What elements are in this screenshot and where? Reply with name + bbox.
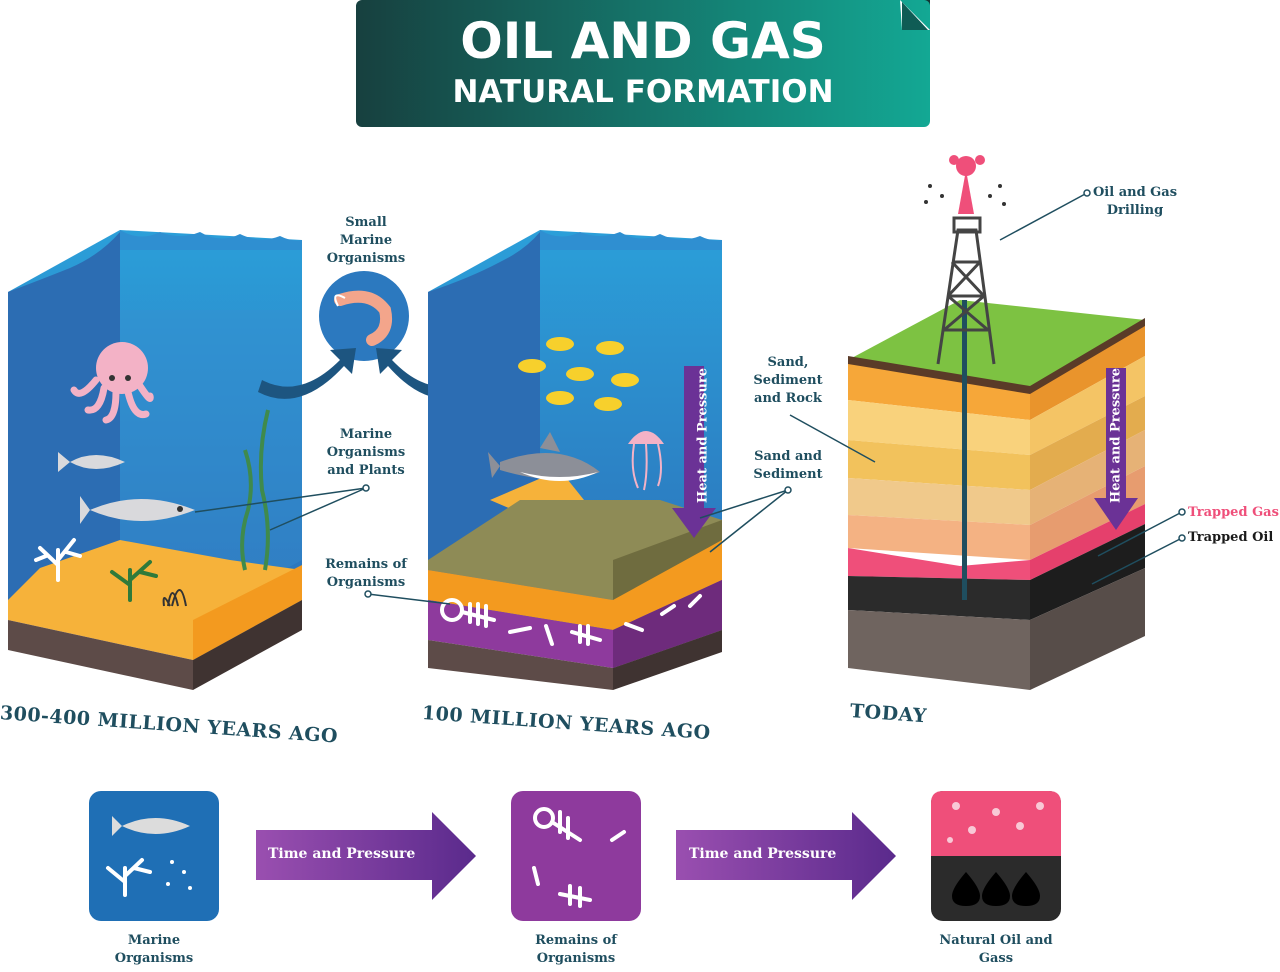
process-tile-oil-gas [931, 791, 1061, 921]
well-pipe [962, 300, 967, 600]
heat-pressure-arrow-2 [1094, 368, 1138, 530]
label-remains-of-organisms: Remains of Organisms [325, 557, 407, 590]
label-heat-pressure-2: Heat and Pressure [1108, 367, 1124, 504]
label-small-marine-organisms: Small Marine Organisms [326, 215, 406, 266]
label-step-remains: Remains of Organisms [535, 933, 617, 966]
seaweed-icon [240, 409, 270, 571]
process-arrow-2 [676, 812, 896, 900]
fish-icon [58, 452, 195, 524]
label-heat-pressure-1: Heat and Pressure [695, 367, 711, 504]
title-line-2: NATURAL FORMATION [452, 74, 834, 110]
leader-lines [194, 189, 1186, 605]
octopus-icon [70, 342, 154, 424]
block-ancient-sea [8, 230, 302, 690]
shark-icon [488, 432, 600, 481]
process-arrow-label-1: Time and Pressure [268, 846, 416, 862]
process-tile-marine [89, 791, 219, 921]
oil-rig-icon [936, 216, 996, 365]
title-banner [356, 0, 930, 127]
heat-pressure-arrow-1 [672, 366, 716, 538]
block-today [848, 300, 1145, 690]
yellow-fish-icon [518, 337, 639, 411]
block-buried-sea [428, 230, 722, 690]
jellyfish-icon [628, 431, 664, 491]
small-marine-organisms-icon [319, 271, 409, 361]
label-marine-organisms-plants: Marine Organisms and Plants [326, 427, 406, 478]
plant-icon [110, 560, 158, 602]
fish-skeleton-icon [440, 598, 602, 646]
coral-icon [34, 538, 82, 582]
process-arrow-label-2: Time and Pressure [689, 846, 837, 862]
oil-gusher-icon [924, 155, 1006, 214]
bone-icon [508, 594, 702, 646]
process-arrow-1 [256, 812, 476, 900]
label-oil-gas-drilling: Oil and Gas Drilling [1092, 185, 1178, 218]
label-sand-sediment-rock: Sand, Sediment and Rock [753, 355, 823, 406]
label-step-oil-gas: Natural Oil and Gass [939, 933, 1053, 966]
label-sand-sediment: Sand and Sediment [753, 449, 823, 482]
oil-drop-icon [952, 872, 1040, 906]
label-trapped-oil: Trapped Oil [1188, 530, 1274, 545]
process-tile-remains [511, 791, 641, 921]
urchin-icon [162, 589, 187, 607]
title-line-1: OIL AND GAS [460, 12, 826, 70]
label-step-marine-organisms: Marine Organisms [114, 933, 194, 966]
label-trapped-gas: Trapped Gas [1188, 505, 1279, 520]
